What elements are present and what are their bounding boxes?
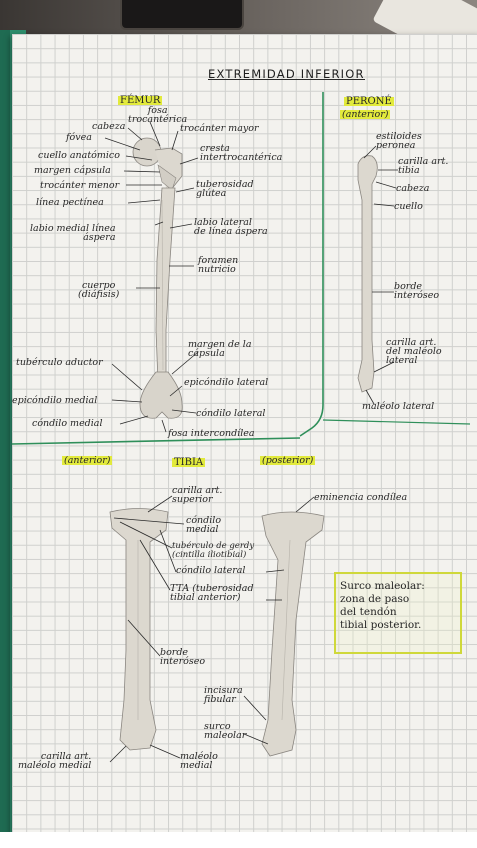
binder-edge [0, 30, 10, 848]
tibia-posterior-label: (posterior) [260, 455, 316, 466]
label-epicondilo-medial: epicóndilo medial [12, 395, 98, 406]
label-tuberculo-gerdy: tubérculo de gerdy (cintilla iliotibial) [172, 541, 255, 560]
note-surco-maleolar: Surco maleolar: zona de paso del tendón … [340, 580, 425, 631]
label-tta: TTA (tuberosidad tibial anterior) [170, 583, 254, 603]
label-eminencia-condilea: eminencia condílea [314, 492, 408, 503]
label-tibia-condilo-lateral: cóndilo lateral [176, 565, 246, 576]
label-incisura-fibular: incisura fibular [204, 685, 243, 705]
label-margen-capsula: margen cápsula [34, 165, 111, 176]
femur-bone [132, 137, 183, 419]
label-labio-lateral: labio lateral de línea áspera [194, 217, 268, 237]
label-condilo-lateral: cóndilo lateral [196, 408, 266, 419]
tibia-leader-lines [109, 495, 315, 763]
label-cresta-intertrocanterica: cresta intertrocantérica [200, 143, 283, 163]
label-estiloides-peronea: estiloides peronea [376, 131, 422, 151]
label-fovea: fóvea [66, 132, 92, 143]
tibia-heading: TIBIA [172, 457, 206, 468]
tibia-anterior-bone [109, 508, 169, 751]
label-fosa-intercondilar: fosa intercondílea [168, 428, 255, 439]
bottom-margin [0, 832, 477, 848]
label-trocanter-mayor: trocánter mayor [180, 123, 259, 134]
label-foramen-nutricio: foramen nutricio [198, 255, 239, 275]
femur-leader-lines [104, 121, 199, 433]
label-cabeza: cabeza [92, 121, 126, 132]
femur-heading: FÉMUR [118, 95, 163, 106]
tibia-posterior-bone [261, 511, 325, 757]
label-tuberculo-aductor: tubérculo aductor [16, 357, 103, 368]
notebook-page [12, 34, 477, 834]
label-cuello-anatomico: cuello anatómico [38, 150, 120, 161]
label-tibia-borde-interoseo: borde interóseo [160, 647, 206, 667]
label-condilo-medial: cóndilo medial [32, 418, 103, 429]
note-box [334, 572, 462, 654]
page-title: EXTREMIDAD INFERIOR [208, 67, 365, 81]
label-tuberosidad-glutea: tuberosidad glútea [196, 179, 254, 199]
label-carilla-maleolo-lateral: carilla art. del maléolo lateral [386, 337, 442, 366]
label-surco-maleolar: surco maleolar [204, 721, 247, 741]
fibula-leader-lines [363, 145, 398, 405]
tibia-anterior-label: (anterior) [62, 455, 113, 466]
label-fibula-borde-interoseo: borde interóseo [394, 281, 440, 301]
label-trocanter-menor: trocánter menor [40, 180, 120, 191]
label-fosa-trocanterica: fosa trocantérica [128, 105, 188, 125]
label-tibia-condilo-medial: cóndilo medial [186, 515, 222, 535]
label-carilla-superior: carilla art. superior [172, 485, 223, 505]
label-margen-capsula-inferior: margen de la cápsula [188, 339, 252, 359]
label-cuerpo: cuerpo (diáfisis) [78, 280, 120, 300]
label-maleolo-medial: maléolo medial [180, 751, 218, 771]
label-maleolo-lateral: maléolo lateral [362, 401, 435, 412]
label-epicondilo-lateral: epicóndilo lateral [184, 377, 269, 388]
label-labio-medial: labio medial línea áspera [30, 223, 116, 243]
fibula-bone [357, 155, 378, 393]
device-edge [120, 0, 244, 30]
label-carilla-maleolo-medial: carilla art. maléolo medial [18, 751, 92, 771]
label-linea-pectinea: línea pectínea [36, 197, 104, 208]
label-fibula-cabeza: cabeza [396, 183, 430, 194]
label-carilla-tibia: carilla art. tibia [398, 156, 449, 176]
fibula-heading: PERONÉ [344, 96, 394, 107]
label-fibula-cuello: cuello [394, 201, 423, 212]
fibula-subheading: (anterior) [340, 109, 391, 120]
